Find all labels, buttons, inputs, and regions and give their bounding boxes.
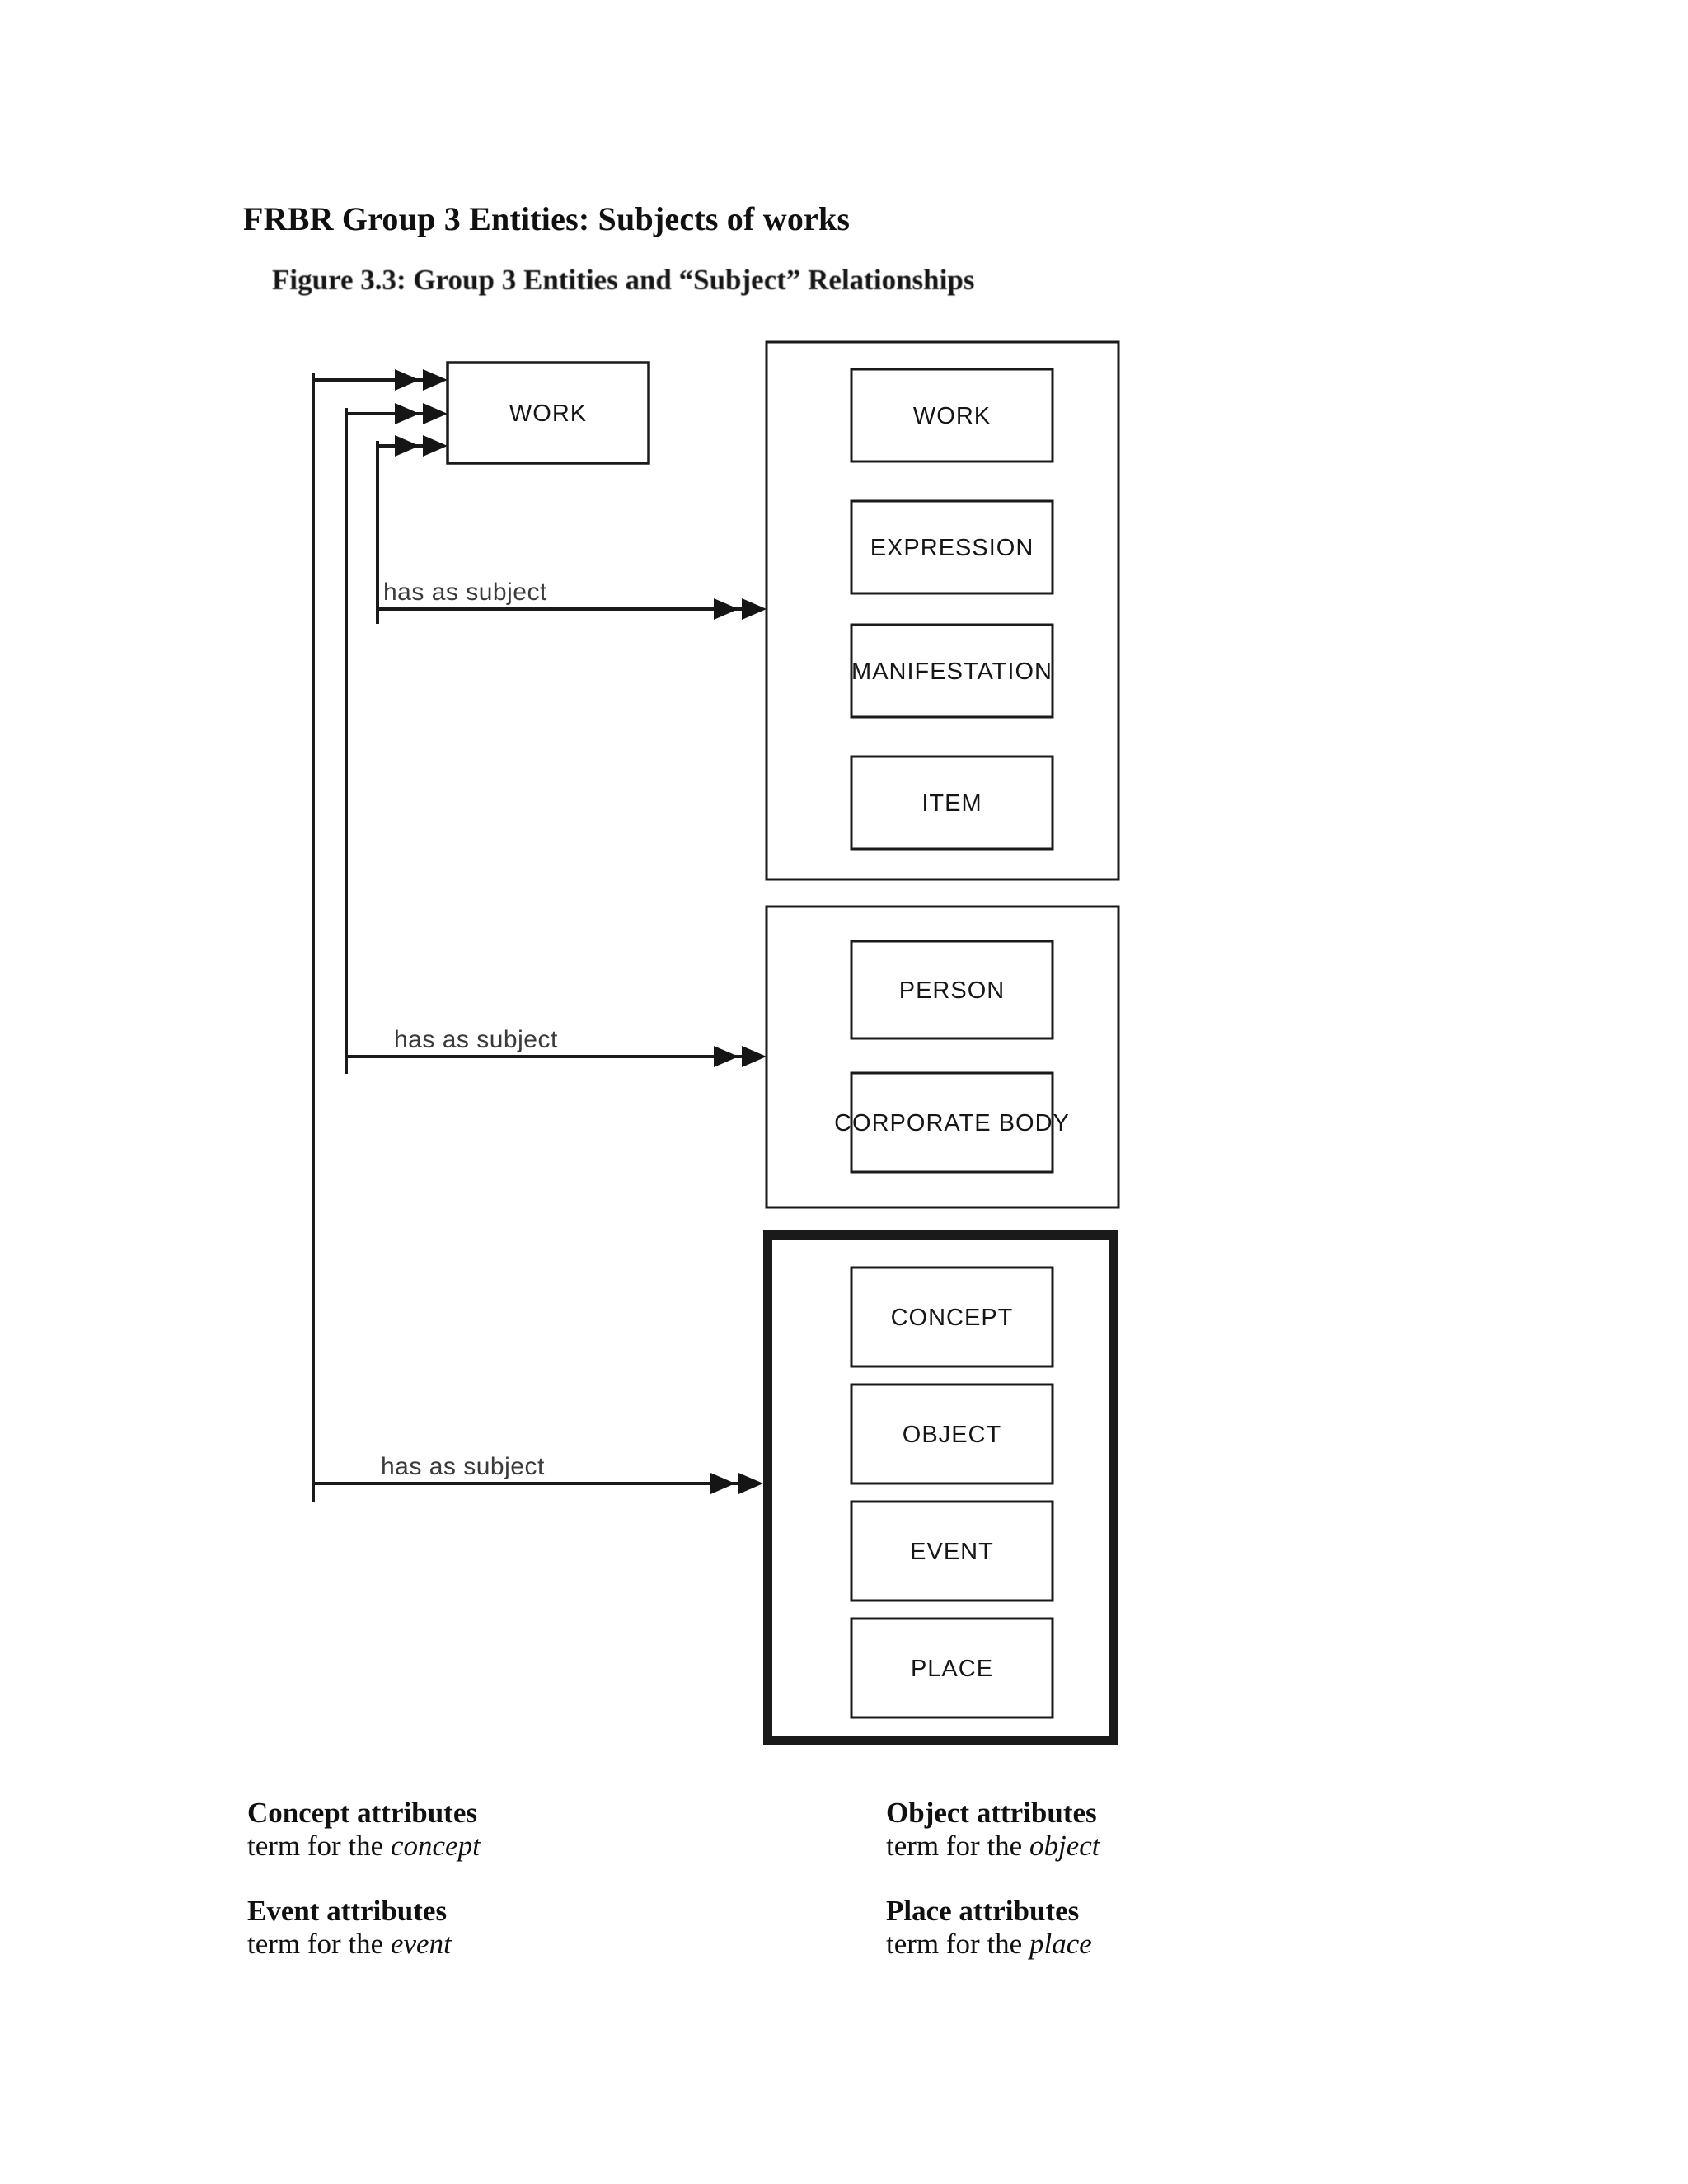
arrowhead-icon <box>742 598 767 620</box>
footnote-place-prefix: term for the <box>886 1928 1029 1960</box>
footnote-concept: Concept attributes term for the concept <box>247 1797 481 1863</box>
group3-box-concept <box>850 1266 1054 1368</box>
footnote-concept-term: concept <box>390 1830 481 1862</box>
group1-label-item: ITEM <box>921 790 982 817</box>
arrowhead-icon <box>714 598 738 620</box>
group1-outer-box <box>765 340 1120 881</box>
relationship-label-2: has as subject <box>394 1026 558 1053</box>
arrowhead-icon <box>395 403 420 424</box>
group1-label-manifestation: MANIFESTATION <box>851 658 1053 685</box>
footnote-object-prefix: term for the <box>886 1830 1029 1862</box>
footnote-place: Place attributes term for the place <box>886 1895 1092 1961</box>
group2-box-corporate-body <box>850 1071 1054 1174</box>
footnote-place-heading: Place attributes <box>886 1895 1080 1927</box>
footnote-object-term: object <box>1029 1830 1100 1862</box>
page-title: FRBR Group 3 Entities: Subjects of works <box>243 200 851 237</box>
group3-box-object <box>850 1383 1054 1485</box>
group1-box-work <box>850 368 1054 463</box>
entity-group-3: CONCEPT OBJECT EVENT PLACE <box>763 1230 1118 1745</box>
footnote-object-line: term for the object <box>886 1830 1100 1863</box>
entity-group-2: PERSON CORPORATE BODY <box>765 905 1120 1209</box>
group3-label-concept: CONCEPT <box>891 1305 1014 1331</box>
arrowhead-icon <box>742 1046 767 1067</box>
footnote-event-heading: Event attributes <box>247 1895 448 1927</box>
entity-work-source: WORK <box>446 361 650 465</box>
relationship-label-1: has as subject <box>383 579 547 606</box>
footnote-concept-line: term for the concept <box>247 1830 481 1863</box>
group1-label-work: WORK <box>913 403 991 429</box>
group2-box-person <box>850 940 1054 1040</box>
arrowhead-icon <box>423 435 448 457</box>
figure-caption: Figure 3.3: Group 3 Entities and “Subjec… <box>272 264 975 296</box>
footnote-concept-heading: Concept attributes <box>247 1797 477 1829</box>
arrowhead-icon <box>714 1046 738 1067</box>
footnote-object: Object attributes term for the object <box>886 1797 1100 1863</box>
group3-box-event <box>850 1500 1054 1602</box>
group3-label-event: EVENT <box>910 1539 994 1565</box>
arrowhead-icon <box>423 369 448 391</box>
group2-outer-box <box>765 905 1120 1209</box>
footnote-event: Event attributes term for the event <box>247 1895 452 1961</box>
arrows-into-work <box>313 369 448 457</box>
footnote-object-heading: Object attributes <box>886 1797 1097 1829</box>
group3-box-place <box>850 1617 1054 1719</box>
arrowhead-icon <box>710 1473 735 1494</box>
entity-group-1: WORK EXPRESSION MANIFESTATION ITEM <box>765 340 1120 881</box>
group2-label-corporate-body: CORPORATE BODY <box>834 1110 1070 1137</box>
group3-label-place: PLACE <box>911 1656 993 1682</box>
work-source-label: WORK <box>509 401 587 427</box>
footnote-event-term: event <box>390 1928 452 1960</box>
connector-rails <box>312 373 379 1502</box>
footnote-place-line: term for the place <box>886 1928 1092 1961</box>
relationship-label-3: has as subject <box>381 1453 545 1480</box>
arrowhead-icon <box>395 435 420 457</box>
arrowhead-icon <box>423 403 448 424</box>
footnote-concept-prefix: term for the <box>247 1830 391 1862</box>
group1-box-manifestation <box>850 623 1054 719</box>
group3-outer-box-thick <box>763 1230 1118 1745</box>
arrowhead-icon <box>395 369 420 391</box>
group1-box-item <box>850 755 1054 851</box>
work-source-box <box>446 361 650 465</box>
has-as-subject-arrows: has as subject has as subject has as sub… <box>313 579 767 1494</box>
group2-label-person: PERSON <box>899 977 1005 1004</box>
group1-label-expression: EXPRESSION <box>870 535 1034 561</box>
arrowhead-icon <box>738 1473 763 1494</box>
footnote-event-line: term for the event <box>247 1928 452 1961</box>
footnote-event-prefix: term for the <box>247 1928 391 1960</box>
footnote-place-term: place <box>1029 1928 1092 1960</box>
group1-box-expression <box>850 499 1054 595</box>
group3-label-object: OBJECT <box>903 1422 1001 1448</box>
